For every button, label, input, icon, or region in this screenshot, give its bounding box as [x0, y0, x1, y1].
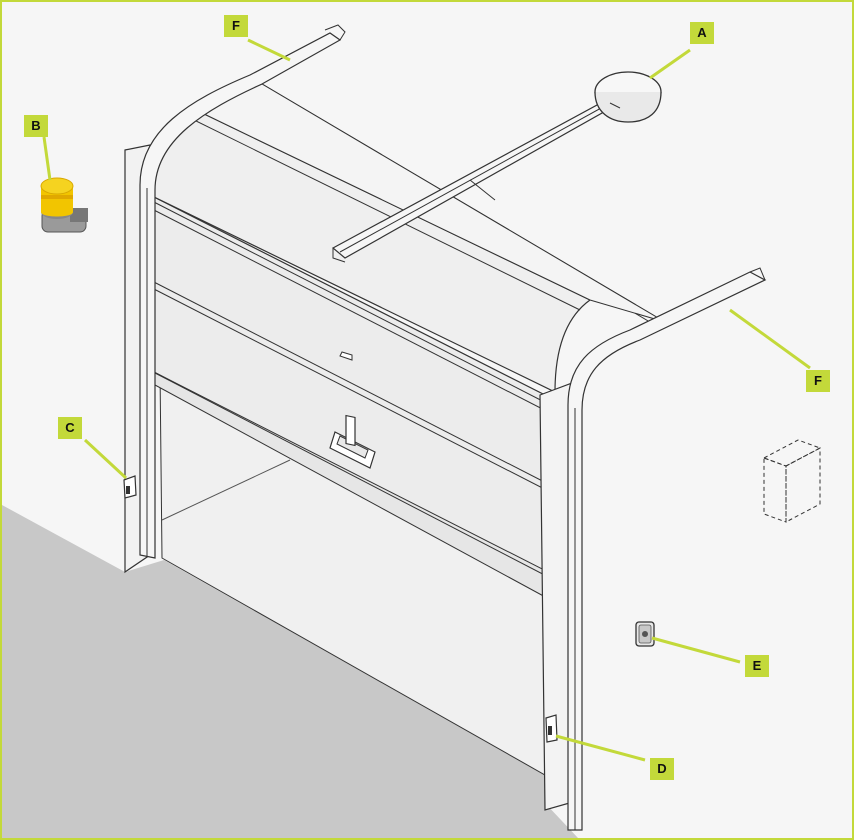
interior-line — [161, 459, 291, 521]
panel-joint-3 — [149, 199, 561, 411]
rail-bracket — [332, 248, 346, 263]
leader-f-top — [247, 38, 291, 62]
label-f-top: F — [232, 18, 240, 33]
label-box-f-right — [806, 370, 830, 392]
key-selector-icon — [635, 621, 655, 647]
top-panel-line-1 — [189, 117, 581, 311]
leader-c — [83, 438, 128, 480]
leader-lines — [42, 38, 811, 762]
operator-rail-line — [339, 101, 613, 253]
label-boxes — [24, 15, 830, 780]
label-e: E — [752, 658, 762, 673]
panel-joint-2 — [149, 286, 561, 498]
guide-rail-right-end — [749, 267, 766, 281]
guide-rail-top-end — [324, 24, 346, 41]
door-lock-icon — [339, 351, 356, 447]
label-f-right: F — [814, 373, 822, 388]
label-box-f-top — [224, 15, 248, 37]
control-unit-dashed-icon — [762, 439, 822, 523]
rail-hanger — [469, 179, 496, 201]
label-b: B — [31, 118, 41, 133]
label-box-b — [24, 115, 48, 137]
photocell-c-icon — [123, 475, 137, 499]
leader-d — [555, 734, 646, 762]
photocell-d-icon — [545, 714, 558, 743]
label-d: D — [657, 761, 667, 776]
leader-e — [651, 636, 741, 664]
flashing-light-icon — [40, 177, 88, 233]
leader-f-right — [729, 308, 811, 370]
leader-b — [42, 136, 52, 181]
gearmotor-icon — [594, 71, 662, 123]
label-box-e — [745, 655, 769, 677]
leader-a — [649, 48, 691, 80]
label-box-a — [690, 22, 714, 44]
floor — [2, 505, 578, 838]
label-box-d — [650, 758, 674, 780]
label-box-c — [58, 417, 82, 439]
label-c: C — [65, 420, 75, 435]
door-handle-icon — [329, 431, 376, 469]
panel-joint-5 — [154, 372, 561, 584]
panel-joint-4 — [149, 207, 561, 419]
panel-joint-1 — [149, 279, 561, 491]
label-a: A — [697, 25, 707, 40]
